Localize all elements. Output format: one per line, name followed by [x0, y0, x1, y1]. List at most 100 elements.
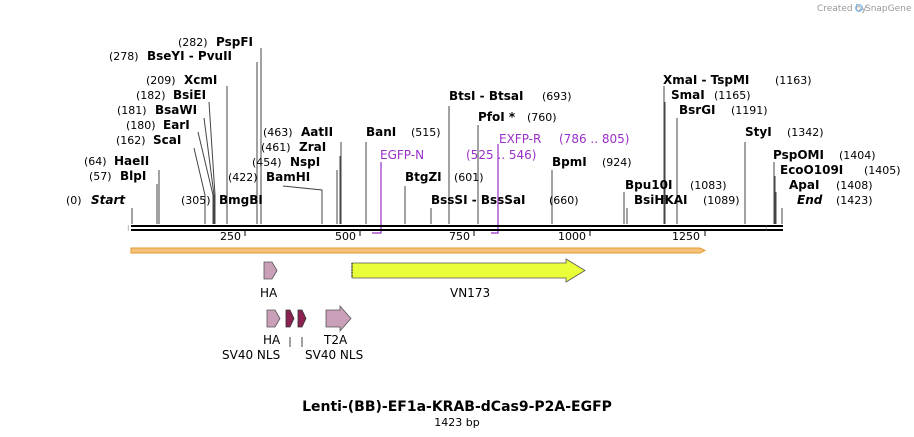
feature-ha-1[interactable]: HA: [260, 261, 278, 300]
ruler-tick-label: 750: [449, 230, 470, 243]
site-smai[interactable]: SmaI (1165): [671, 88, 751, 102]
site-name: XcmI: [184, 73, 217, 87]
site-name: AatII: [301, 125, 333, 139]
ruler-tick-label: 500: [335, 230, 356, 243]
orf-bar[interactable]: [130, 247, 707, 254]
site-styi[interactable]: StyI (1342): [745, 125, 824, 139]
feature-arrow: [351, 258, 586, 283]
snapgene-brand-text: SnapGene: [865, 4, 912, 14]
primer-name: EXFP-R: [499, 132, 541, 146]
site-bsiei[interactable]: (182) BsiEI: [136, 88, 206, 102]
feature-vn173[interactable]: VN173: [351, 258, 586, 300]
site-name: Start: [91, 193, 126, 207]
ruler-tick-label: 1000: [558, 230, 586, 243]
ruler-tick: 500: [335, 230, 361, 243]
site-pos: (515): [411, 126, 441, 139]
site-bpmi[interactable]: BpmI (924): [552, 155, 632, 169]
site-pos: (1083): [690, 179, 727, 192]
site-line-bsiei: [208, 101, 216, 224]
site-zrai[interactable]: (461) ZraI: [261, 140, 326, 154]
feature-t2a[interactable]: T2A: [323, 304, 352, 347]
site-bsihkai[interactable]: BsiHKAI (1089): [634, 193, 740, 207]
site-name: BsiHKAI: [634, 193, 688, 207]
site-pos: (1342): [787, 126, 824, 139]
site-start[interactable]: (0) Start: [66, 193, 126, 207]
site-nspi[interactable]: (454) NspI: [252, 155, 320, 169]
site-bpu10i[interactable]: Bpu10I (1083): [625, 178, 727, 192]
ruler-tick: 250: [220, 230, 246, 243]
site-name: BpmI: [552, 155, 587, 169]
site-eari[interactable]: (180) EarI: [126, 118, 190, 132]
site-bmgbi[interactable]: (305) BmgBI: [181, 193, 263, 207]
site-line-bsawi: [203, 117, 215, 224]
site-pos: (1191): [731, 104, 768, 117]
site-apai[interactable]: ApaI (1408): [789, 178, 873, 192]
feature-label: SV40 NLS: [222, 348, 280, 362]
primer-name: EGFP-N: [380, 148, 424, 162]
site-pos: (601): [454, 171, 484, 184]
site-pos: (693): [542, 90, 572, 103]
site-name: BamHI: [266, 170, 310, 184]
site-btsi-btsai[interactable]: BtsI - BtsaI (693): [449, 89, 572, 103]
site-pspomi[interactable]: PspOMI (1404): [773, 148, 876, 162]
site-pos: (924): [602, 156, 632, 169]
site-pos: (1163): [775, 74, 812, 87]
site-xmai-tspmi[interactable]: XmaI - TspMI (1163): [663, 73, 812, 87]
site-pos: (282): [178, 36, 208, 49]
feature-sv40-nls-1[interactable]: SV40 NLS: [222, 309, 295, 362]
site-bseyi-pvuii[interactable]: (278) BseYI - PvuII: [109, 49, 232, 63]
site-bani[interactable]: BanI (515): [366, 125, 441, 139]
site-aatii[interactable]: (463) AatII: [263, 125, 333, 139]
site-pfoi[interactable]: PfoI * (760): [478, 110, 557, 124]
site-xcmi[interactable]: (209) XcmI: [146, 73, 217, 87]
site-pos: (180): [126, 119, 156, 132]
primer-exfp-r[interactable]: EXFP-R (786 .. 805): [491, 132, 629, 234]
site-name: BanI: [366, 125, 396, 139]
site-pos: (162): [116, 134, 146, 147]
site-name: NspI: [290, 155, 320, 169]
site-bsrgi[interactable]: BsrGI (1191): [679, 103, 768, 117]
site-pos: (463): [263, 126, 293, 139]
site-bsssi-bsssai[interactable]: BssSI - BssSaI (660): [431, 193, 579, 207]
site-pos: (209): [146, 74, 176, 87]
site-blpi[interactable]: (57) BlpI: [89, 169, 146, 183]
site-pos: (182): [136, 89, 166, 102]
site-name: ZraI: [299, 140, 326, 154]
site-ecoo109i[interactable]: EcoO109I (1405): [780, 163, 901, 177]
site-name: BseYI - PvuII: [147, 49, 232, 63]
site-name: BlpI: [120, 169, 146, 183]
backbone-right-break-icon: ⁝: [765, 224, 768, 233]
site-name: SmaI: [671, 88, 705, 102]
primer-range: (786 .. 805): [559, 132, 629, 146]
primer-egfp-n[interactable]: EGFP-N (525 .. 546): [372, 148, 536, 234]
feature-sv40-nls-2[interactable]: SV40 NLS: [297, 309, 363, 362]
feature-ha-2[interactable]: HA: [263, 309, 281, 347]
site-name: EcoO109I: [780, 163, 843, 177]
site-haeii[interactable]: (64) HaeII: [84, 154, 149, 168]
site-name: End: [797, 193, 823, 207]
site-btgzi[interactable]: BtgZI (601): [405, 170, 484, 184]
ruler-tick-label: 250: [220, 230, 241, 243]
site-pspfi[interactable]: (282) PspFI: [178, 35, 253, 49]
site-name: BmgBI: [219, 193, 263, 207]
ruler-tick: 1250: [672, 230, 706, 243]
sequence-length: 1423 bp: [434, 416, 479, 429]
ruler: 250 500 750 1000 1250: [220, 230, 706, 243]
site-name: StyI: [745, 125, 772, 139]
site-pos: (64): [84, 155, 107, 168]
site-pos: (454): [252, 156, 282, 169]
site-name: PspFI: [216, 35, 253, 49]
site-bsawi[interactable]: (181) BsaWI: [117, 103, 197, 117]
site-pos: (1405): [864, 164, 901, 177]
site-bamhi[interactable]: (422) BamHI: [228, 170, 310, 184]
site-scai[interactable]: (162) ScaI: [116, 133, 181, 147]
site-pos: (1404): [839, 149, 876, 162]
site-end[interactable]: End (1423): [797, 193, 873, 207]
site-name: ScaI: [153, 133, 181, 147]
site-name: BtgZI: [405, 170, 442, 184]
site-name: HaeII: [114, 154, 149, 168]
site-name: XmaI - TspMI: [663, 73, 749, 87]
feature-label: SV40 NLS: [305, 348, 363, 362]
feature-label: T2A: [323, 333, 348, 347]
